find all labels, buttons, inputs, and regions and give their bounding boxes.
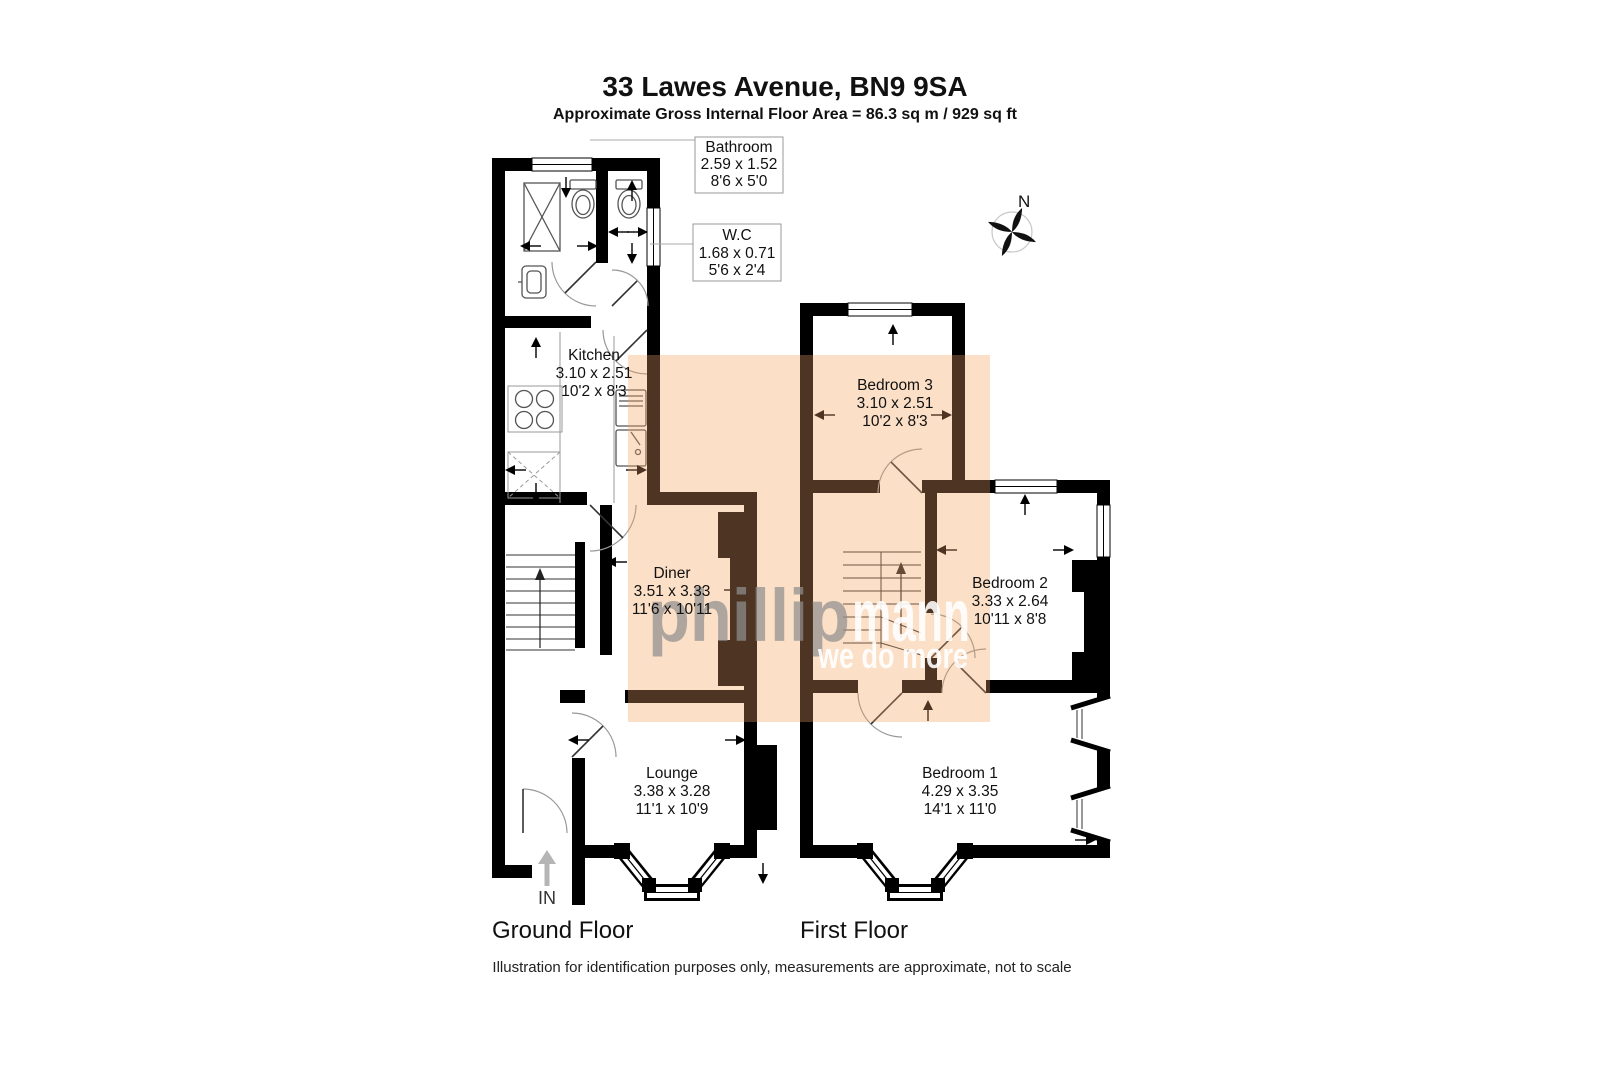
room-label-lounge: Lounge 3.38 x 3.28 11'1 x 10'9 [634, 765, 711, 818]
toilet-icon [569, 179, 597, 219]
svg-text:10'2 x 8'3: 10'2 x 8'3 [862, 413, 927, 430]
ground-floor-stairs [506, 554, 575, 651]
page-subtitle: Approximate Gross Internal Floor Area = … [553, 106, 1018, 123]
room-label-diner: Diner 3.51 x 3.33 11'6 x 10'11 [632, 565, 712, 618]
watermark-tagline: we do more [817, 635, 968, 676]
watermark-text-white: mann [852, 574, 970, 657]
room-label-bedroom3: Bedroom 3 3.10 x 2.51 10'2 x 8'3 [857, 377, 934, 430]
ground-floor-label: Ground Floor [492, 917, 633, 944]
room-label-bathroom: Bathroom 2.59 x 1.52 8'6 x 5'0 [590, 136, 784, 194]
watermark-overlay-tint [628, 355, 990, 722]
room-label-bedroom1: Bedroom 1 4.29 x 3.35 14'1 x 11'0 [922, 765, 999, 818]
entrance-arrow-icon [538, 850, 556, 864]
first-floor-windows [847, 302, 1111, 845]
svg-text:1.68 x 0.71: 1.68 x 0.71 [699, 245, 776, 262]
ground-floor-windows [531, 157, 661, 267]
svg-text:14'1 x 11'0: 14'1 x 11'0 [924, 801, 997, 818]
toilet-icon [615, 179, 643, 219]
watermark-text-gray: phillip [648, 574, 850, 657]
north-label: N [1018, 192, 1030, 211]
svg-text:3.10 x 2.51: 3.10 x 2.51 [857, 395, 934, 412]
ground-floor-fixtures [507, 179, 647, 503]
washing-machine-icon [507, 451, 561, 499]
svg-text:Bedroom 2: Bedroom 2 [972, 575, 1048, 592]
svg-text:11'6 x 10'11: 11'6 x 10'11 [632, 601, 712, 618]
svg-text:Bathroom: Bathroom [705, 139, 772, 156]
svg-text:Kitchen: Kitchen [568, 347, 620, 364]
svg-text:Bedroom 1: Bedroom 1 [922, 765, 998, 782]
svg-text:5'6 x 2'4: 5'6 x 2'4 [709, 262, 766, 279]
ground-floor-bay-window [614, 843, 730, 901]
svg-text:10'2 x 8'3: 10'2 x 8'3 [561, 383, 626, 400]
bay-reveal-window [1070, 783, 1111, 845]
svg-text:4.29 x 3.35: 4.29 x 3.35 [922, 783, 999, 800]
basin-icon [518, 265, 547, 299]
shower-icon [523, 182, 561, 252]
bay-reveal-window [1070, 693, 1111, 755]
first-floor-label: First Floor [800, 917, 908, 944]
first-floor-bay-window [857, 843, 973, 901]
room-label-bedroom2: Bedroom 2 3.33 x 2.64 10'11 x 8'8 [972, 575, 1049, 628]
room-label-wc: W.C 1.68 x 0.71 5'6 x 2'4 [650, 223, 782, 282]
svg-text:3.10 x 2.51: 3.10 x 2.51 [556, 365, 633, 382]
svg-text:11'1 x 10'9: 11'1 x 10'9 [636, 801, 709, 818]
svg-text:Diner: Diner [653, 565, 690, 582]
entrance-label: IN [538, 888, 556, 908]
svg-text:3.51 x 3.33: 3.51 x 3.33 [634, 583, 711, 600]
north-arrow-icon: N [986, 192, 1038, 258]
svg-text:Bedroom 3: Bedroom 3 [857, 377, 933, 394]
svg-text:Lounge: Lounge [646, 765, 698, 782]
svg-text:3.38 x 3.28: 3.38 x 3.28 [634, 783, 711, 800]
svg-text:8'6 x 5'0: 8'6 x 5'0 [711, 173, 768, 190]
svg-text:2.59 x 1.52: 2.59 x 1.52 [701, 156, 778, 173]
svg-text:W.C: W.C [722, 227, 751, 244]
entrance-marker: IN [538, 850, 556, 908]
stove-icon [507, 385, 563, 433]
page-title: 33 Lawes Avenue, BN9 9SA [602, 71, 967, 102]
disclaimer-text: Illustration for identification purposes… [492, 959, 1071, 976]
room-label-kitchen: Kitchen 3.10 x 2.51 10'2 x 8'3 [556, 347, 633, 400]
svg-text:10'11 x 8'8: 10'11 x 8'8 [974, 611, 1047, 628]
ground-floor-doors [522, 261, 649, 834]
watermark-logo: phillip mann we do more [648, 574, 970, 676]
svg-text:3.33 x 2.64: 3.33 x 2.64 [972, 593, 1049, 610]
